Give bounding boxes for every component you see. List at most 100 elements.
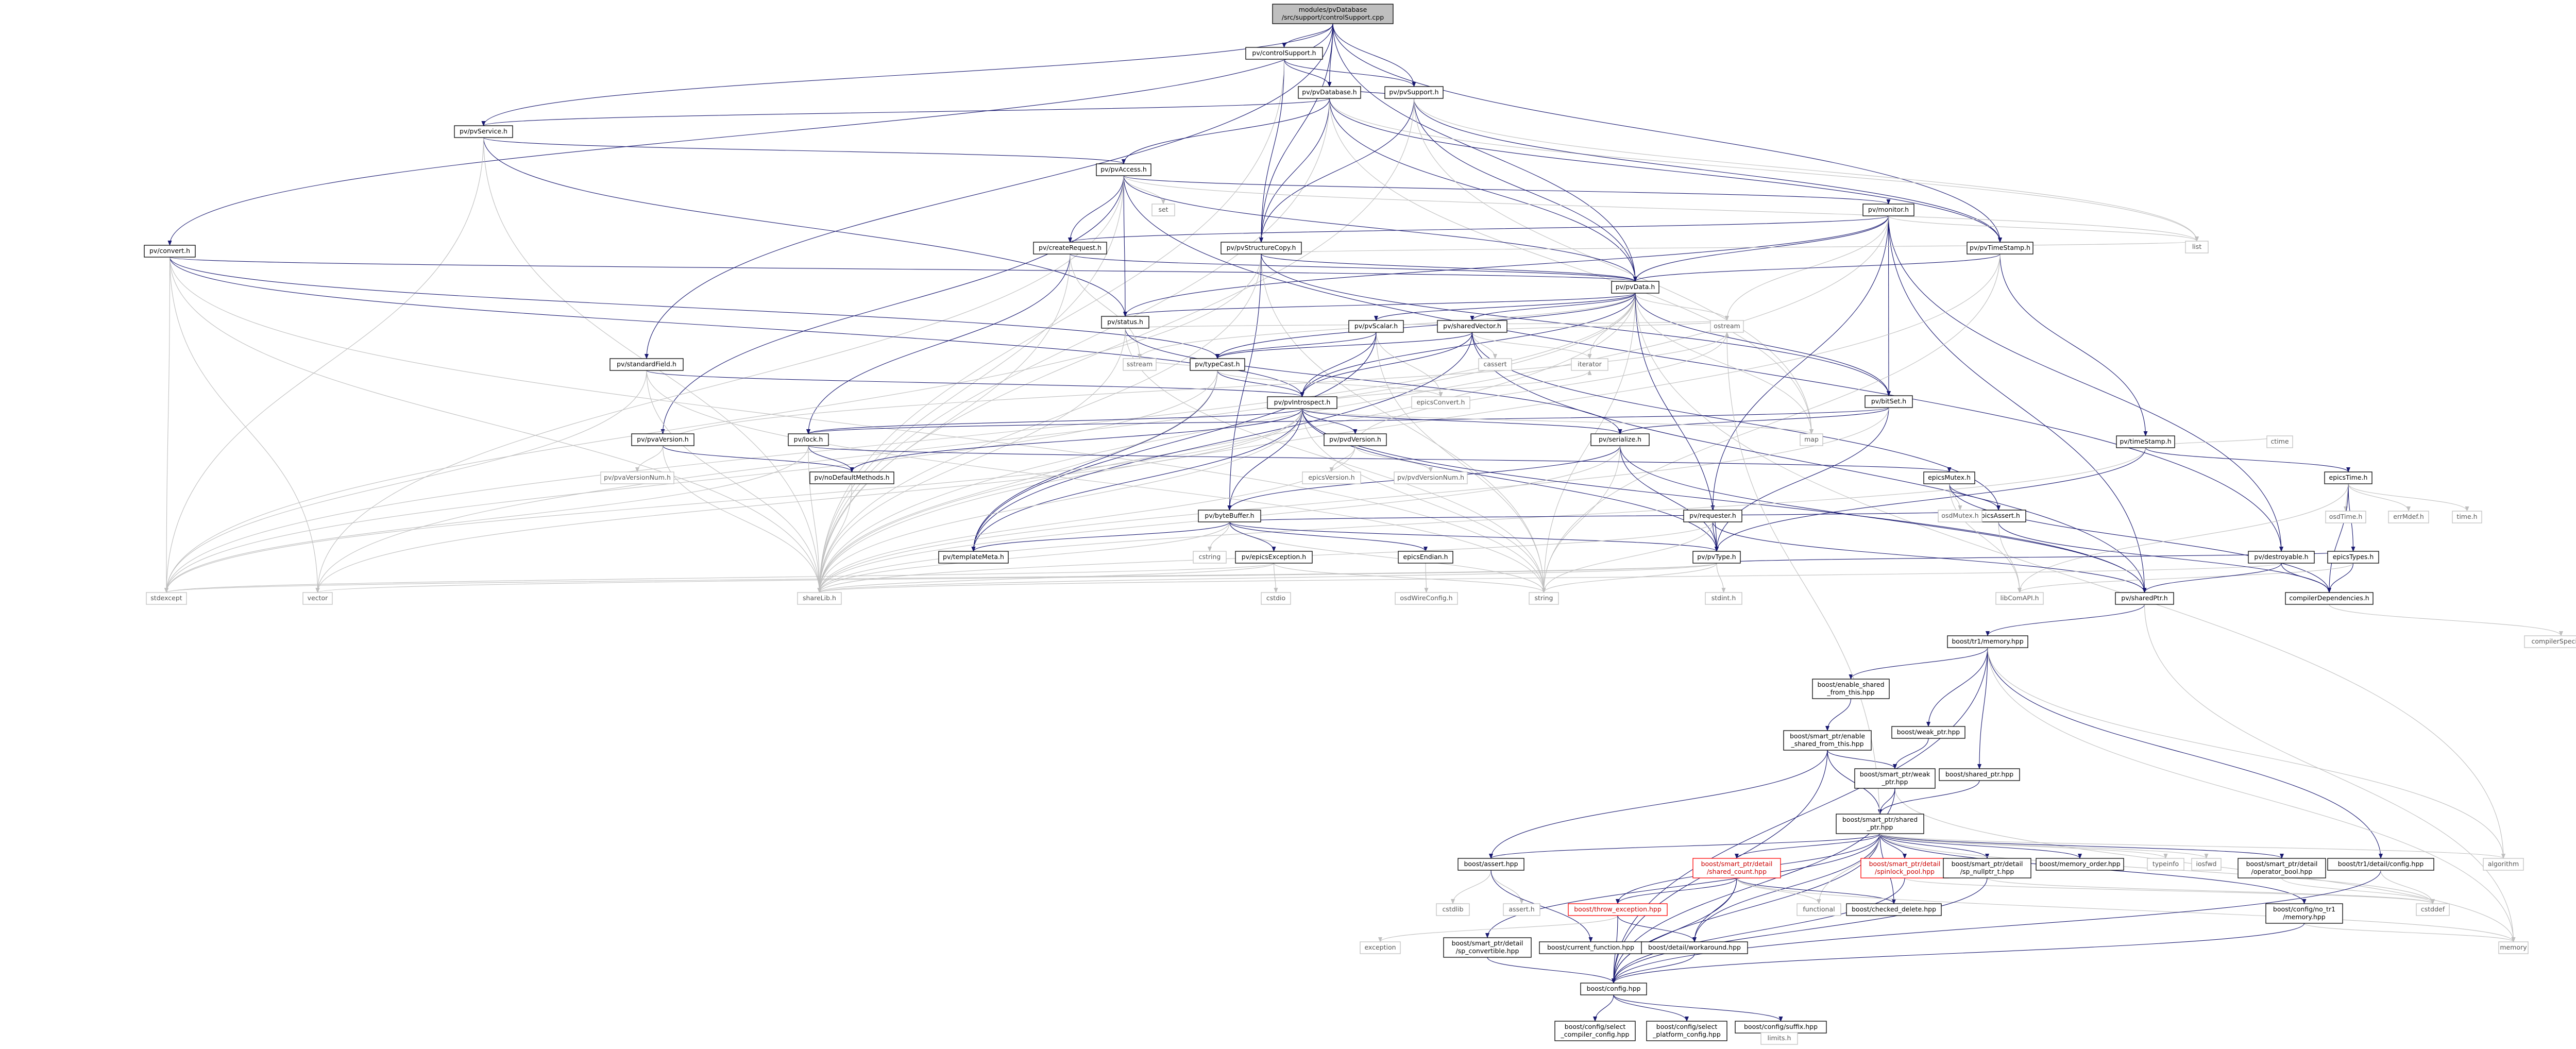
node-label: boost/smart_ptr/detail bbox=[2246, 860, 2318, 868]
node-box bbox=[1967, 242, 2033, 255]
node-box bbox=[2265, 903, 2343, 924]
node-templateMeta[interactable]: pv/templateMeta.h bbox=[938, 551, 1009, 564]
edge-spConvertible-to-boostConfig bbox=[1487, 957, 1616, 984]
node-controlSupport[interactable]: pv/controlSupport.h bbox=[1245, 47, 1323, 60]
node-boostConfigTr1[interactable]: boost/config/no_tr1/memory.hpp bbox=[2265, 903, 2343, 924]
node-weakPtr[interactable]: boost/weak_ptr.hpp bbox=[1891, 726, 1965, 739]
node-boostThrow[interactable]: boost/throw_exception.hpp bbox=[1568, 903, 1668, 916]
node-box bbox=[1033, 242, 1107, 255]
node-box bbox=[1443, 937, 1532, 958]
node-pvTimeStamp2[interactable]: pv/timeStamp.h bbox=[2116, 435, 2175, 448]
edge-pvaVersion-to-shareLib bbox=[662, 445, 822, 593]
node-tr1memory[interactable]: boost/tr1/memory.hpp bbox=[1947, 635, 2028, 648]
edge-tr1memory-to-sharedPtrHpp bbox=[1977, 647, 1988, 769]
node-box bbox=[1360, 941, 1401, 954]
node-timeStamp[interactable]: pv/pvTimeStamp.h bbox=[1967, 242, 2033, 255]
node-sharedPtr[interactable]: pv/sharedPtr.h bbox=[2115, 592, 2174, 605]
node-label: /shared_count.hpp bbox=[1707, 868, 1767, 875]
node-pvDatabase[interactable]: pv/pvDatabase.h bbox=[1298, 86, 1361, 99]
node-memoryOrder[interactable]: boost/memory_order.hpp bbox=[2036, 858, 2124, 871]
edge-spSharedCount-to-boostConfig bbox=[1612, 877, 1737, 984]
node-epicsAssert[interactable]: epicsAssert.h bbox=[1971, 510, 2026, 522]
node-currentFunction[interactable]: boost/current_function.hpp bbox=[1539, 941, 1642, 954]
node-spShared[interactable]: boost/smart_ptr/shared_ptr.hpp bbox=[1836, 814, 1924, 834]
edge-sharedPtr-to-tr1memory bbox=[1986, 604, 2145, 636]
node-label: errMdef.h bbox=[2393, 513, 2424, 520]
edge-boostConfig-to-selectPlatform bbox=[1613, 994, 1689, 1022]
node-tr1Config[interactable]: boost/tr1/detail/config.hpp bbox=[2327, 858, 2434, 871]
node-pvdVersion[interactable]: pv/pvdVersion.h bbox=[1324, 433, 1387, 446]
node-sharedPtrHpp[interactable]: boost/shared_ptr.hpp bbox=[1939, 768, 2020, 781]
node-standardField[interactable]: pv/standardField.h bbox=[609, 358, 684, 371]
edge-pvaVersion-to-noDefault bbox=[662, 445, 854, 472]
node-pvScalar[interactable]: pv/pvScalar.h bbox=[1348, 320, 1404, 333]
node-workaround[interactable]: boost/detail/workaround.hpp bbox=[1641, 941, 1748, 954]
node-pvRequester[interactable]: pv/requester.h bbox=[1683, 510, 1742, 522]
node-label: epicsConvert.h bbox=[1417, 398, 1465, 406]
node-epicsTime[interactable]: epicsTime.h bbox=[2324, 471, 2372, 484]
node-monitor[interactable]: pv/monitor.h bbox=[1862, 204, 1914, 216]
edge-monitor-to-destroyable bbox=[1888, 215, 2283, 552]
node-epicsMutex[interactable]: epicsMutex.h bbox=[1923, 471, 1975, 484]
edge-spSharedCount-to-functional bbox=[1736, 877, 1821, 904]
node-enableShared[interactable]: boost/enable_shared_from_this.hpp bbox=[1812, 679, 1890, 699]
node-bitSet[interactable]: pv/bitSet.h bbox=[1865, 395, 1913, 408]
node-pvConvert[interactable]: pv/convert.h bbox=[144, 245, 196, 258]
node-serialize[interactable]: pv/serialize.h bbox=[1590, 433, 1650, 446]
node-pvIntrospect[interactable]: pv/pvIntrospect.h bbox=[1267, 396, 1337, 409]
edge-pvDatabase-to-pvAccess bbox=[1122, 98, 1330, 164]
node-byteBuffer[interactable]: pv/byteBuffer.h bbox=[1198, 510, 1261, 522]
edge-epicsAssert-to-compilerDeps bbox=[1998, 521, 2331, 593]
node-box bbox=[631, 433, 694, 446]
node-pvService[interactable]: pv/pvService.h bbox=[454, 125, 513, 138]
node-spEnableShared[interactable]: boost/smart_ptr/enable_shared_from_this.… bbox=[1783, 730, 1872, 751]
node-pvAccess[interactable]: pv/pvAccess.h bbox=[1096, 163, 1151, 176]
node-spWeak[interactable]: boost/smart_ptr/weak_ptr.hpp bbox=[1854, 768, 1936, 789]
node-spNullptr[interactable]: boost/smart_ptr/detail/sp_nullptr_t.hpp bbox=[1943, 858, 2031, 878]
node-label: cstdlib bbox=[1442, 905, 1463, 913]
node-spSpinlock[interactable]: boost/smart_ptr/detail/spinlock_pool.hpp bbox=[1860, 858, 1949, 878]
node-pvType[interactable]: pv/pvType.h bbox=[1692, 551, 1741, 564]
node-pvaVersion[interactable]: pv/pvaVersion.h bbox=[631, 433, 694, 446]
node-cstdlib: cstdlib bbox=[1436, 903, 1470, 916]
edge-spSharedCount-to-checkedDelete bbox=[1736, 877, 1896, 904]
node-box bbox=[1235, 551, 1313, 564]
node-checkedDelete[interactable]: boost/checked_delete.hpp bbox=[1846, 903, 1942, 916]
node-suffix[interactable]: boost/config/suffix.hpp bbox=[1735, 1021, 1827, 1034]
node-label: stdint.h bbox=[1711, 594, 1736, 602]
node-pvStructureCopy[interactable]: pv/pvStructureCopy.h bbox=[1221, 242, 1302, 255]
node-selectCompiler[interactable]: boost/config/select_compiler_config.hpp bbox=[1554, 1021, 1636, 1041]
node-status[interactable]: pv/status.h bbox=[1101, 316, 1149, 329]
node-noDefault[interactable]: pv/noDefaultMethods.h bbox=[809, 471, 894, 484]
edge-epicsTime-to-errMdef bbox=[2348, 483, 2411, 512]
node-spOperatorBool[interactable]: boost/smart_ptr/detail/operator_bool.hpp bbox=[2238, 858, 2326, 878]
node-typeCast[interactable]: pv/typeCast.h bbox=[1190, 358, 1245, 371]
node-destroyable[interactable]: pv/destroyable.h bbox=[2248, 551, 2315, 564]
node-epicsEndian[interactable]: epicsEndian.h bbox=[1398, 551, 1453, 564]
edge-pvAccess-to-pvaVersion bbox=[660, 175, 1124, 434]
node-spConvertible[interactable]: boost/smart_ptr/detail/sp_convertible.hp… bbox=[1443, 937, 1532, 958]
node-sharedVector[interactable]: pv/sharedVector.h bbox=[1437, 320, 1507, 333]
node-spSharedCount[interactable]: boost/smart_ptr/detail/shared_count.hpp bbox=[1692, 858, 1781, 878]
node-root[interactable]: modules/pvDatabase/src/support/controlSu… bbox=[1272, 4, 1394, 24]
node-pvSupport[interactable]: pv/pvSupport.h bbox=[1384, 86, 1444, 99]
node-label: epicsAssert.h bbox=[1977, 512, 2020, 519]
node-label: pv/pvService.h bbox=[460, 127, 507, 135]
node-box bbox=[1854, 768, 1936, 789]
edge-pvStructureCopy-to-list bbox=[1261, 241, 2198, 255]
node-box bbox=[1783, 730, 1872, 751]
edge-spEnableShared-to-spShared bbox=[1827, 750, 1882, 815]
node-typeinfo: typeinfo bbox=[2147, 858, 2184, 871]
node-boostConfig[interactable]: boost/config.hpp bbox=[1580, 983, 1647, 995]
node-boostAssert[interactable]: boost/assert.hpp bbox=[1458, 858, 1524, 871]
node-lock[interactable]: pv/lock.h bbox=[788, 433, 829, 446]
node-epicsTypes[interactable]: epicsTypes.h bbox=[2327, 551, 2379, 564]
edge-destroyable-to-shareLib bbox=[818, 563, 2282, 593]
node-compilerDeps[interactable]: compilerDependencies.h bbox=[2285, 592, 2374, 605]
edge-standardField-to-stdexcept bbox=[164, 370, 647, 593]
edge-pvData-to-typeCast bbox=[1215, 293, 1636, 359]
node-selectPlatform[interactable]: boost/config/select_platform_config.hpp bbox=[1646, 1021, 1727, 1041]
node-epicsException[interactable]: pv/epicsException.h bbox=[1235, 551, 1313, 564]
node-createRequest[interactable]: pv/createRequest.h bbox=[1033, 242, 1107, 255]
node-pvData[interactable]: pv/pvData.h bbox=[1611, 281, 1659, 294]
